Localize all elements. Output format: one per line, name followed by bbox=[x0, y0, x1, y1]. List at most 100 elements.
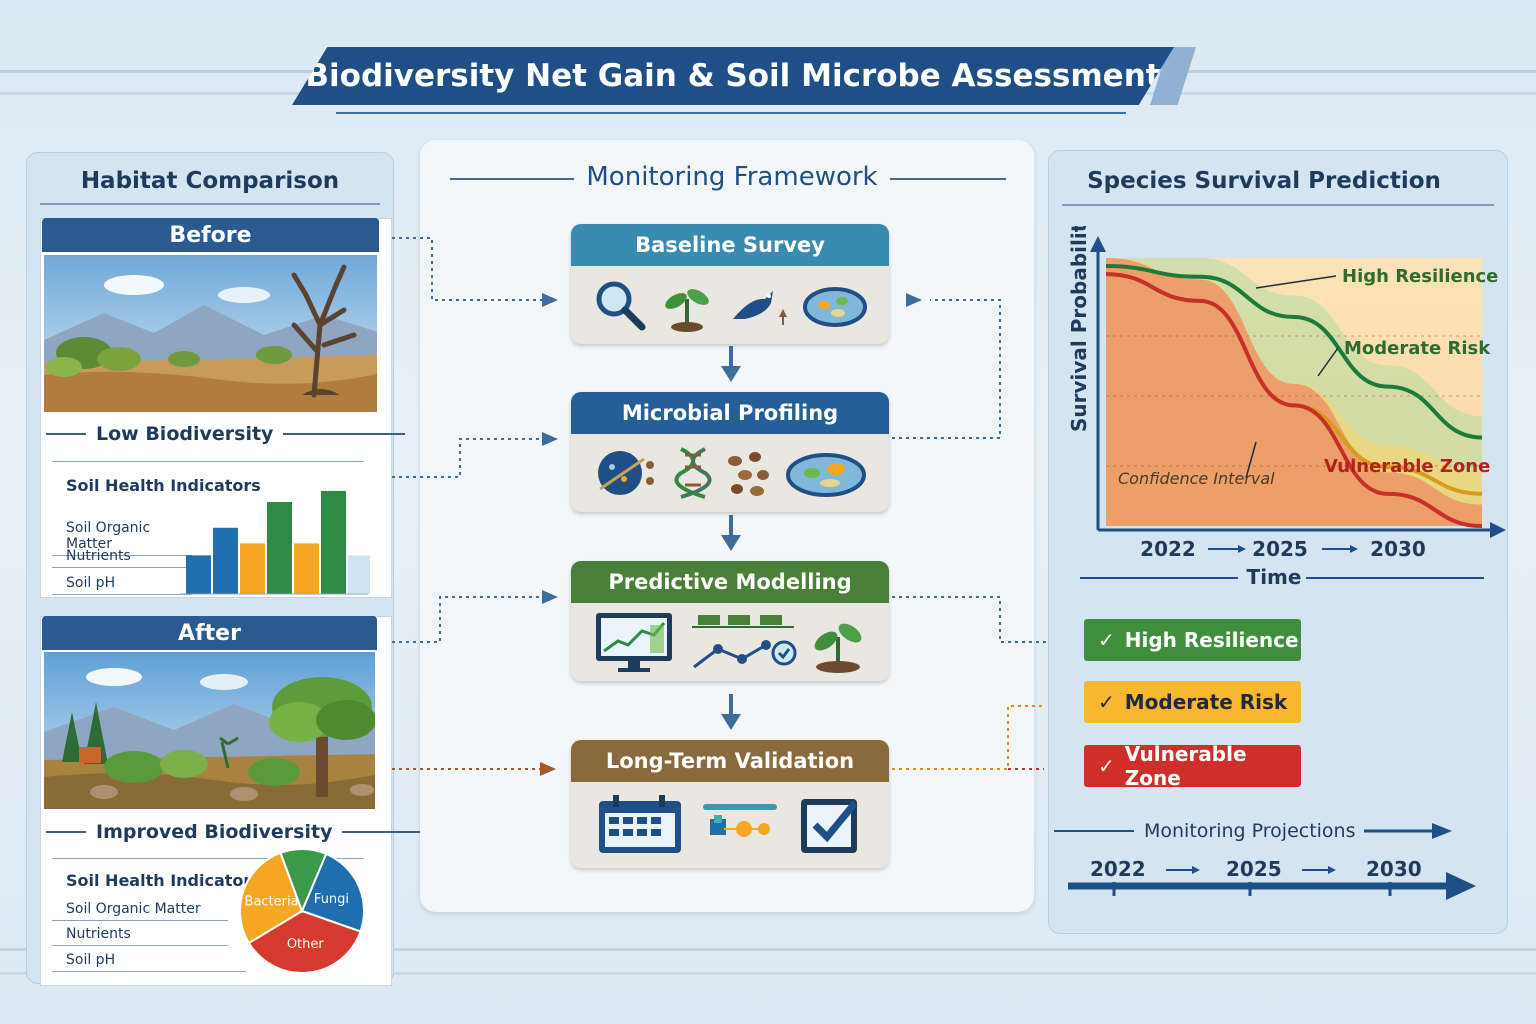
chart-annotation: High Resilience bbox=[1342, 266, 1498, 287]
stage-microbial-profiling[interactable]: Microbial Profiling bbox=[571, 392, 889, 512]
series-line bbox=[1105, 264, 1483, 440]
network-nodes-icon bbox=[692, 615, 797, 669]
stage-title: Long-Term Validation bbox=[571, 740, 889, 782]
divider bbox=[52, 858, 364, 859]
pie-slice bbox=[239, 851, 304, 945]
before-header: Before bbox=[42, 218, 379, 252]
x-tick-label: 2022 bbox=[1140, 537, 1196, 561]
annotation-leader bbox=[1317, 347, 1339, 377]
pie-slice-label: Bacteria bbox=[245, 894, 299, 909]
legend-moderate-risk[interactable]: ✓ Moderate Risk bbox=[1084, 681, 1301, 723]
before-label: Before bbox=[169, 222, 252, 248]
soil-indicator-bar bbox=[294, 543, 319, 594]
after-indicators-title: Soil Health Indicators bbox=[66, 871, 261, 890]
calendar-icon bbox=[598, 795, 681, 853]
after-caption: Improved Biodiversity bbox=[96, 821, 333, 843]
petri-dish-icon bbox=[785, 453, 866, 497]
legend-vulnerable-zone[interactable]: ✓ Vulnerable Zone bbox=[1084, 742, 1301, 790]
timeline-icon bbox=[702, 804, 777, 837]
bird-icon bbox=[733, 291, 788, 325]
page-title: Biodiversity Net Gain & Soil Microbe Ass… bbox=[305, 58, 1161, 94]
confidence-band bbox=[1106, 258, 1482, 526]
check-icon: ✓ bbox=[1098, 628, 1115, 652]
tick-arrow-head bbox=[1238, 545, 1246, 553]
pie-slice-label: Other bbox=[287, 937, 325, 952]
projection-timeline bbox=[1068, 866, 1476, 900]
stage-title: Baseline Survey bbox=[571, 224, 889, 266]
chart-annotation: Confidence Interval bbox=[1118, 469, 1275, 488]
pie-slice bbox=[279, 848, 328, 914]
after-caption-row: Improved Biodiversity bbox=[46, 821, 425, 843]
indicator-label: Soil Organic Matter bbox=[52, 520, 192, 556]
microscope-sample-icon bbox=[598, 451, 655, 495]
dna-icon bbox=[674, 447, 712, 499]
indicator-label: Soil Organic Matter bbox=[52, 901, 228, 921]
soil-particles-icon bbox=[728, 452, 770, 496]
before-indicators-title: Soil Health Indicators bbox=[66, 476, 261, 495]
monitoring-framework-heading: Monitoring Framework bbox=[586, 162, 878, 192]
series-line bbox=[1105, 272, 1483, 528]
sprout-icon bbox=[814, 623, 862, 673]
soil-indicator-bar bbox=[321, 490, 346, 594]
after-landscape-image bbox=[42, 650, 377, 811]
stage-predictive-modelling[interactable]: Predictive Modelling bbox=[571, 561, 889, 681]
after-label: After bbox=[178, 620, 241, 646]
check-icon: ✓ bbox=[1098, 690, 1115, 714]
check-icon: ✓ bbox=[1098, 754, 1115, 778]
soil-indicator-bar bbox=[186, 555, 211, 594]
legend-label: Moderate Risk bbox=[1124, 690, 1288, 714]
chart-annotation: Moderate Risk bbox=[1344, 338, 1491, 359]
chart-annotation: Vulnerable Zone bbox=[1324, 456, 1490, 477]
projection-year: 2022 bbox=[1090, 857, 1146, 881]
before-caption-row: Low Biodiversity bbox=[46, 423, 406, 445]
stage-long-term-validation[interactable]: Long-Term Validation bbox=[571, 740, 889, 868]
monitor-chart-icon bbox=[596, 613, 672, 672]
survival-probability-chart: Survival Probability High ResilienceModer… bbox=[1067, 226, 1506, 589]
after-header: After bbox=[42, 616, 377, 650]
soil-indicator-bar bbox=[267, 502, 292, 594]
flow-arrow-down bbox=[721, 694, 741, 730]
chart-axes bbox=[1096, 248, 1494, 532]
soil-indicator-bar bbox=[213, 527, 238, 594]
habitat-comparison-heading: Habitat Comparison bbox=[80, 168, 340, 194]
annotation-leader bbox=[1245, 441, 1257, 479]
legend-high-resilience[interactable]: ✓ High Resilience bbox=[1084, 619, 1301, 661]
monitoring-projections-label: Monitoring Projections bbox=[1144, 820, 1356, 842]
indicator-label: Nutrients bbox=[52, 548, 192, 568]
stage-title: Predictive Modelling bbox=[571, 561, 889, 603]
species-survival-heading: Species Survival Prediction bbox=[1087, 168, 1441, 194]
y-axis-label: Survival Probability bbox=[1067, 226, 1091, 432]
magnifier-icon bbox=[596, 281, 646, 331]
flow-arrow-down bbox=[721, 515, 741, 551]
divider bbox=[52, 461, 364, 462]
pie-slice bbox=[300, 852, 365, 933]
title-underline bbox=[336, 112, 1126, 114]
before-caption: Low Biodiversity bbox=[96, 423, 274, 445]
x-tick-label: 2025 bbox=[1252, 537, 1308, 561]
barren-landscape-illustration bbox=[44, 255, 377, 412]
title-banner: Biodiversity Net Gain & Soil Microbe Ass… bbox=[292, 47, 1174, 105]
restored-landscape-illustration bbox=[44, 652, 375, 809]
before-landscape-image bbox=[42, 253, 379, 414]
stage-title: Microbial Profiling bbox=[571, 392, 889, 434]
indicator-label: Nutrients bbox=[52, 926, 228, 946]
tick-arrow-head bbox=[1350, 545, 1358, 553]
indicator-label: Soil pH bbox=[52, 952, 246, 972]
divider bbox=[890, 178, 1006, 180]
projection-year: 2030 bbox=[1366, 857, 1422, 881]
soil-indicator-bar bbox=[348, 555, 370, 594]
checklist-icon bbox=[801, 799, 859, 853]
legend-label: Vulnerable Zone bbox=[1124, 742, 1247, 790]
divider bbox=[40, 203, 380, 205]
x-tick-label: 2030 bbox=[1370, 537, 1426, 561]
stage-baseline-survey[interactable]: Baseline Survey bbox=[571, 224, 889, 344]
indicator-label: Soil pH bbox=[52, 575, 192, 595]
projection-year: 2025 bbox=[1226, 857, 1282, 881]
soil-indicator-bar bbox=[240, 543, 265, 594]
annotation-leader bbox=[1255, 275, 1337, 289]
divider bbox=[1062, 204, 1494, 206]
seedling-icon bbox=[664, 289, 709, 332]
x-axis-label: Time bbox=[1247, 565, 1302, 589]
y-axis-arrow bbox=[1090, 236, 1106, 252]
